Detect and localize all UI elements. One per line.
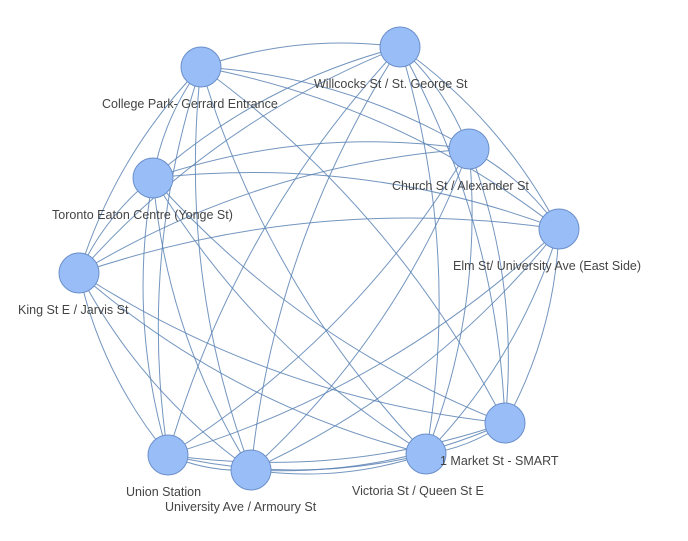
node-eaton[interactable]: [132, 157, 174, 199]
edge-church-eaton: [152, 141, 470, 179]
node-label-armoury: University Ave / Armoury St: [165, 500, 317, 514]
node-label-elm: Elm St/ University Ave (East Side): [453, 259, 641, 273]
edge-elm-union: [167, 228, 560, 456]
edge-church-king: [78, 148, 470, 274]
edge-willcocks-armoury: [250, 46, 401, 471]
edge-union-victoria: [167, 453, 427, 471]
edge-elm-armoury: [250, 228, 560, 471]
edge-king-armoury: [78, 272, 252, 471]
node-layer: [58, 26, 580, 491]
edge-college-king: [78, 66, 202, 274]
node-label-union: Union Station: [126, 485, 201, 499]
node-label-king: King St E / Jarvis St: [18, 303, 129, 317]
edge-eaton-victoria: [152, 177, 427, 455]
edge-willcocks-eaton: [152, 46, 401, 179]
edge-church-union: [167, 148, 470, 456]
edge-church-victoria: [425, 148, 473, 455]
edge-willcocks-victoria: [399, 46, 440, 455]
edge-eaton-market: [152, 177, 506, 424]
edge-college-willcocks: [200, 42, 401, 68]
edge-king-union: [78, 272, 169, 456]
node-armoury[interactable]: [230, 449, 272, 491]
edge-willcocks-union: [167, 46, 401, 456]
edge-church-armoury: [250, 148, 470, 471]
edge-layer: [78, 42, 560, 475]
edge-college-union: [157, 66, 202, 456]
node-label-college: College Park- Gerrard Entrance: [102, 97, 278, 111]
edge-willcocks-king: [78, 46, 401, 274]
edge-king-victoria: [78, 272, 427, 455]
edge-willcocks-market: [399, 46, 506, 424]
edge-elm-eaton: [152, 171, 560, 230]
node-college[interactable]: [180, 46, 222, 88]
node-market[interactable]: [484, 402, 526, 444]
edge-king-market: [78, 272, 506, 424]
edge-elm-market: [504, 228, 560, 424]
edge-willcocks-elm: [399, 46, 560, 230]
node-willcocks[interactable]: [379, 26, 421, 68]
edge-armoury-victoria: [250, 453, 427, 475]
node-union[interactable]: [147, 434, 189, 476]
edge-college-elm: [200, 66, 560, 230]
node-victoria[interactable]: [405, 433, 447, 475]
edge-market-armoury: [250, 422, 506, 472]
label-layer: College Park- Gerrard Entrance Willcocks …: [18, 77, 641, 514]
node-label-market: 1 Market St - SMART: [440, 454, 559, 468]
edge-college-market: [200, 66, 506, 424]
edge-college-church: [200, 66, 470, 150]
node-label-willcocks: Willcocks St / St. George St: [314, 77, 468, 91]
edge-elm-victoria: [425, 228, 560, 455]
node-label-church: Church St / Alexander St: [392, 179, 529, 193]
edge-college-armoury: [194, 66, 252, 471]
edge-church-market: [468, 148, 509, 424]
edge-eaton-union: [142, 177, 169, 456]
node-elm[interactable]: [538, 208, 580, 250]
node-label-eaton: Toronto Eaton Centre (Yonge St): [52, 208, 233, 222]
edge-eaton-armoury: [152, 177, 252, 471]
edge-market-union: [167, 422, 506, 463]
node-label-victoria: Victoria St / Queen St E: [352, 484, 484, 498]
node-king[interactable]: [58, 252, 100, 294]
node-church[interactable]: [448, 128, 490, 170]
edge-college-victoria: [200, 66, 427, 455]
